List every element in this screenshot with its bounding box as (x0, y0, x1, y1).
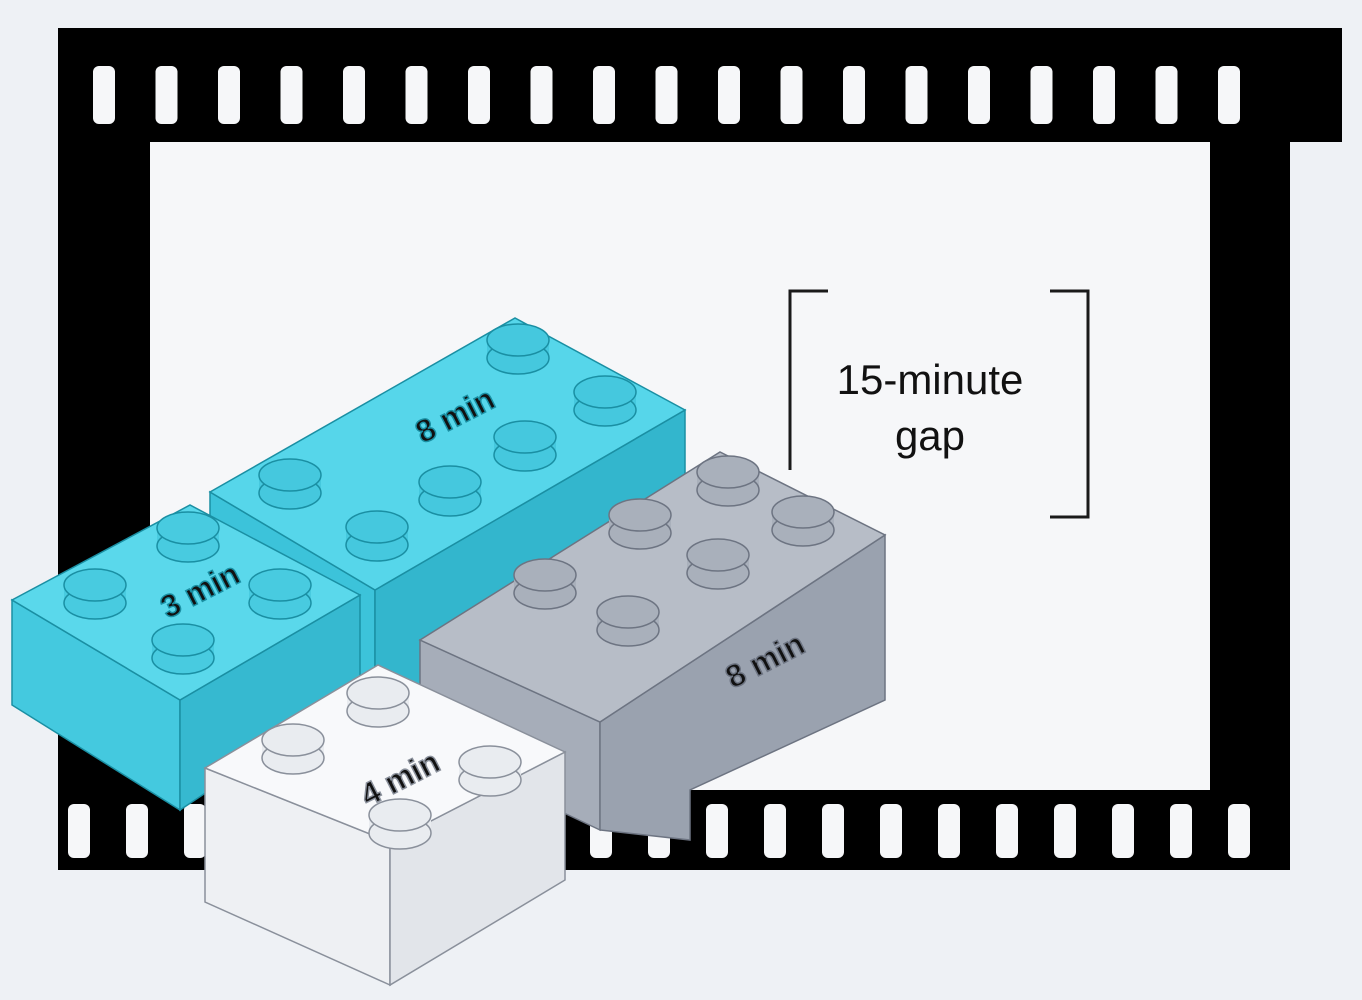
film-sprocket-hole (996, 804, 1018, 858)
film-sprocket-hole (1054, 804, 1076, 858)
brick-stud (573, 375, 637, 427)
film-sprocket-hole (155, 66, 178, 124)
brick-stud (258, 458, 322, 510)
film-sprocket-hole (968, 66, 990, 124)
film-sprocket-hole (1170, 804, 1192, 858)
film-sprocket-hole (68, 804, 90, 858)
brick-stud (346, 676, 410, 728)
film-sprocket-hole (843, 66, 865, 124)
gap-label-line1: 15-minute (837, 356, 1024, 403)
film-top-band (58, 28, 1342, 142)
brick-stud (696, 455, 760, 507)
film-sprocket-hole (1228, 804, 1250, 858)
brick-stud (608, 498, 672, 550)
brick-stud (248, 568, 312, 620)
film-sprocket-hole (938, 804, 960, 858)
brick-stud (368, 798, 432, 850)
brick-stud (493, 420, 557, 472)
gap-label-line2: gap (895, 412, 965, 459)
film-sprocket-hole (530, 66, 553, 124)
brick-stud (458, 745, 522, 797)
film-sprocket-hole (718, 66, 740, 124)
brick-stud (156, 511, 220, 563)
film-sprocket-hole (405, 66, 428, 124)
right-bracket (1050, 289, 1090, 519)
brick-stud (771, 495, 835, 547)
film-sprocket-hole (1112, 804, 1134, 858)
film-sprocket-hole (1155, 66, 1178, 124)
film-sprocket-hole (280, 66, 303, 124)
gap-bracket (788, 289, 1090, 519)
film-sprocket-hole (905, 66, 928, 124)
film-sprocket-hole (343, 66, 365, 124)
film-sprocket-hole (468, 66, 490, 124)
film-sprocket-hole (93, 66, 115, 124)
brick-stud (513, 558, 577, 610)
film-sprocket-hole (822, 804, 844, 858)
brick-cyan-small: 3 min (10, 504, 362, 812)
film-sprocket-hole (706, 804, 728, 858)
brick-stud (418, 465, 482, 517)
brick-white: 4 min (203, 664, 567, 987)
film-sprocket-hole (1218, 66, 1240, 124)
film-sprocket-hole (184, 804, 206, 858)
brick-stud (686, 538, 750, 590)
film-sprocket-hole (593, 66, 615, 124)
brick-stud (261, 723, 325, 775)
film-sprocket-hole (764, 804, 786, 858)
brick-stud (596, 595, 660, 647)
film-sprocket-hole (880, 804, 902, 858)
film-sprocket-hole (780, 66, 803, 124)
brick-stud (151, 623, 215, 675)
brick-stud (345, 510, 409, 562)
film-sprocket-hole (1093, 66, 1115, 124)
film-sprocket-hole (218, 66, 240, 124)
film-sprocket-hole (1030, 66, 1053, 124)
left-bracket (788, 289, 828, 470)
brick-stud (486, 323, 550, 375)
film-sprocket-hole (126, 804, 148, 858)
brick-stud (63, 568, 127, 620)
film-sprocket-hole (655, 66, 678, 124)
film-right-band (1210, 28, 1290, 870)
